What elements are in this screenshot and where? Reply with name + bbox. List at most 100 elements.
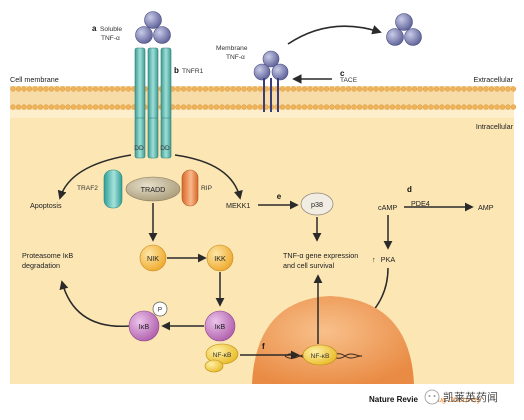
- lipid-head: [32, 104, 38, 110]
- apoptosis-label: Apoptosis: [30, 201, 62, 210]
- lipid-head: [373, 86, 379, 92]
- lipid-head: [120, 86, 126, 92]
- lipid-head: [48, 86, 55, 92]
- lipid-head: [103, 86, 110, 92]
- lipid-head: [351, 86, 357, 92]
- lipid-head: [461, 86, 467, 92]
- lipid-head: [180, 86, 187, 92]
- arrow-to-mekk1: [174, 154, 243, 200]
- lipid-head: [417, 86, 423, 92]
- membrane-tnf-label-1: Membrane: [216, 45, 248, 52]
- nfkb-nucleus-label: NF-κB: [311, 353, 330, 360]
- lipid-head: [461, 104, 467, 110]
- lipid-head: [76, 104, 82, 110]
- lipid-head: [70, 86, 77, 92]
- death-domain-right: DD: [160, 145, 170, 152]
- rip-shape: [181, 169, 199, 207]
- lipid-head: [510, 104, 517, 110]
- lipid-head: [433, 86, 440, 92]
- ikb-shape: [204, 310, 236, 342]
- lipid-head: [98, 104, 104, 110]
- lipid-head: [411, 86, 418, 92]
- cell-membrane-bilayer: [10, 86, 517, 110]
- traf2-shape: [103, 169, 123, 209]
- lipid-head: [505, 86, 511, 92]
- lipid-head: [439, 104, 445, 110]
- camp-label: cAMP: [378, 203, 397, 212]
- panel-letter-f: f: [262, 342, 265, 351]
- lipid-head: [301, 86, 308, 92]
- extracellular-label: Extracellular: [473, 75, 513, 84]
- lipid-head: [406, 104, 412, 110]
- ikb-phosphorylated-shape: [128, 310, 160, 342]
- lipid-head: [428, 104, 434, 110]
- lipid-row-bottom: [10, 104, 517, 110]
- p38-shape: [300, 192, 334, 216]
- phosphate-label: P: [158, 307, 163, 314]
- lipid-head: [186, 104, 192, 110]
- lipid-head: [43, 86, 49, 92]
- lipid-head: [197, 86, 203, 92]
- lipid-head: [114, 104, 121, 110]
- lipid-head: [395, 104, 401, 110]
- panel-letter-e: e: [277, 192, 282, 201]
- lipid-head: [175, 104, 181, 110]
- ikk-label: IKK: [214, 254, 226, 263]
- lipid-head: [378, 104, 385, 110]
- lipid-head: [109, 86, 115, 92]
- lipid-head: [389, 104, 396, 110]
- lipid-head: [411, 104, 418, 110]
- lipid-head: [285, 86, 291, 92]
- lipid-head: [290, 104, 297, 110]
- lipid-head: [208, 86, 214, 92]
- lipid-head: [472, 86, 478, 92]
- lipid-head: [26, 104, 33, 110]
- lipid-head: [373, 104, 379, 110]
- lipid-head: [323, 104, 330, 110]
- tradd-label: TRADD: [141, 185, 166, 194]
- watermark-text: 凯莱英药闻: [443, 390, 498, 404]
- tace-label: TACE: [340, 77, 358, 84]
- soluble-tnf-trimer: [135, 11, 171, 44]
- lipid-head: [37, 86, 44, 92]
- lipid-head: [10, 104, 16, 110]
- lipid-head: [219, 86, 225, 92]
- lipid-head: [109, 104, 115, 110]
- lipid-head: [279, 104, 286, 110]
- lipid-head: [384, 104, 390, 110]
- lipid-head: [318, 104, 324, 110]
- lipid-head: [202, 104, 209, 110]
- lipid-head: [466, 86, 473, 92]
- lipid-head: [241, 104, 247, 110]
- membrane-tnf-trimer: [253, 50, 289, 112]
- lipid-head: [329, 86, 335, 92]
- lipid-head: [230, 104, 236, 110]
- proteasome-label-2: degradation: [22, 261, 60, 270]
- lipid-head: [98, 86, 104, 92]
- lipid-head: [26, 86, 33, 92]
- lipid-head: [483, 86, 489, 92]
- lipid-head: [455, 86, 462, 92]
- phosphate-marker: [152, 301, 168, 317]
- lipid-head: [356, 104, 363, 110]
- lipid-head: [175, 86, 181, 92]
- lipid-head: [499, 104, 506, 110]
- lipid-head: [499, 86, 506, 92]
- lipid-head: [290, 86, 297, 92]
- lipid-head: [395, 86, 401, 92]
- lipid-head: [37, 104, 44, 110]
- lipid-head: [296, 104, 302, 110]
- death-domain-left: DD: [134, 145, 144, 152]
- lipid-head: [43, 104, 49, 110]
- traf2-label: TRAF2: [77, 185, 98, 192]
- lipid-head: [208, 104, 214, 110]
- amp-label: AMP: [478, 203, 494, 212]
- lipid-head: [329, 104, 335, 110]
- lipid-head: [356, 86, 363, 92]
- ikb-label: IκB: [215, 322, 226, 331]
- lipid-head: [340, 104, 346, 110]
- pka-up-marker: ↑: [372, 255, 376, 264]
- wechat-watermark: 凯莱英药闻: [424, 389, 498, 405]
- lipid-head: [477, 86, 484, 92]
- lipid-head: [417, 104, 423, 110]
